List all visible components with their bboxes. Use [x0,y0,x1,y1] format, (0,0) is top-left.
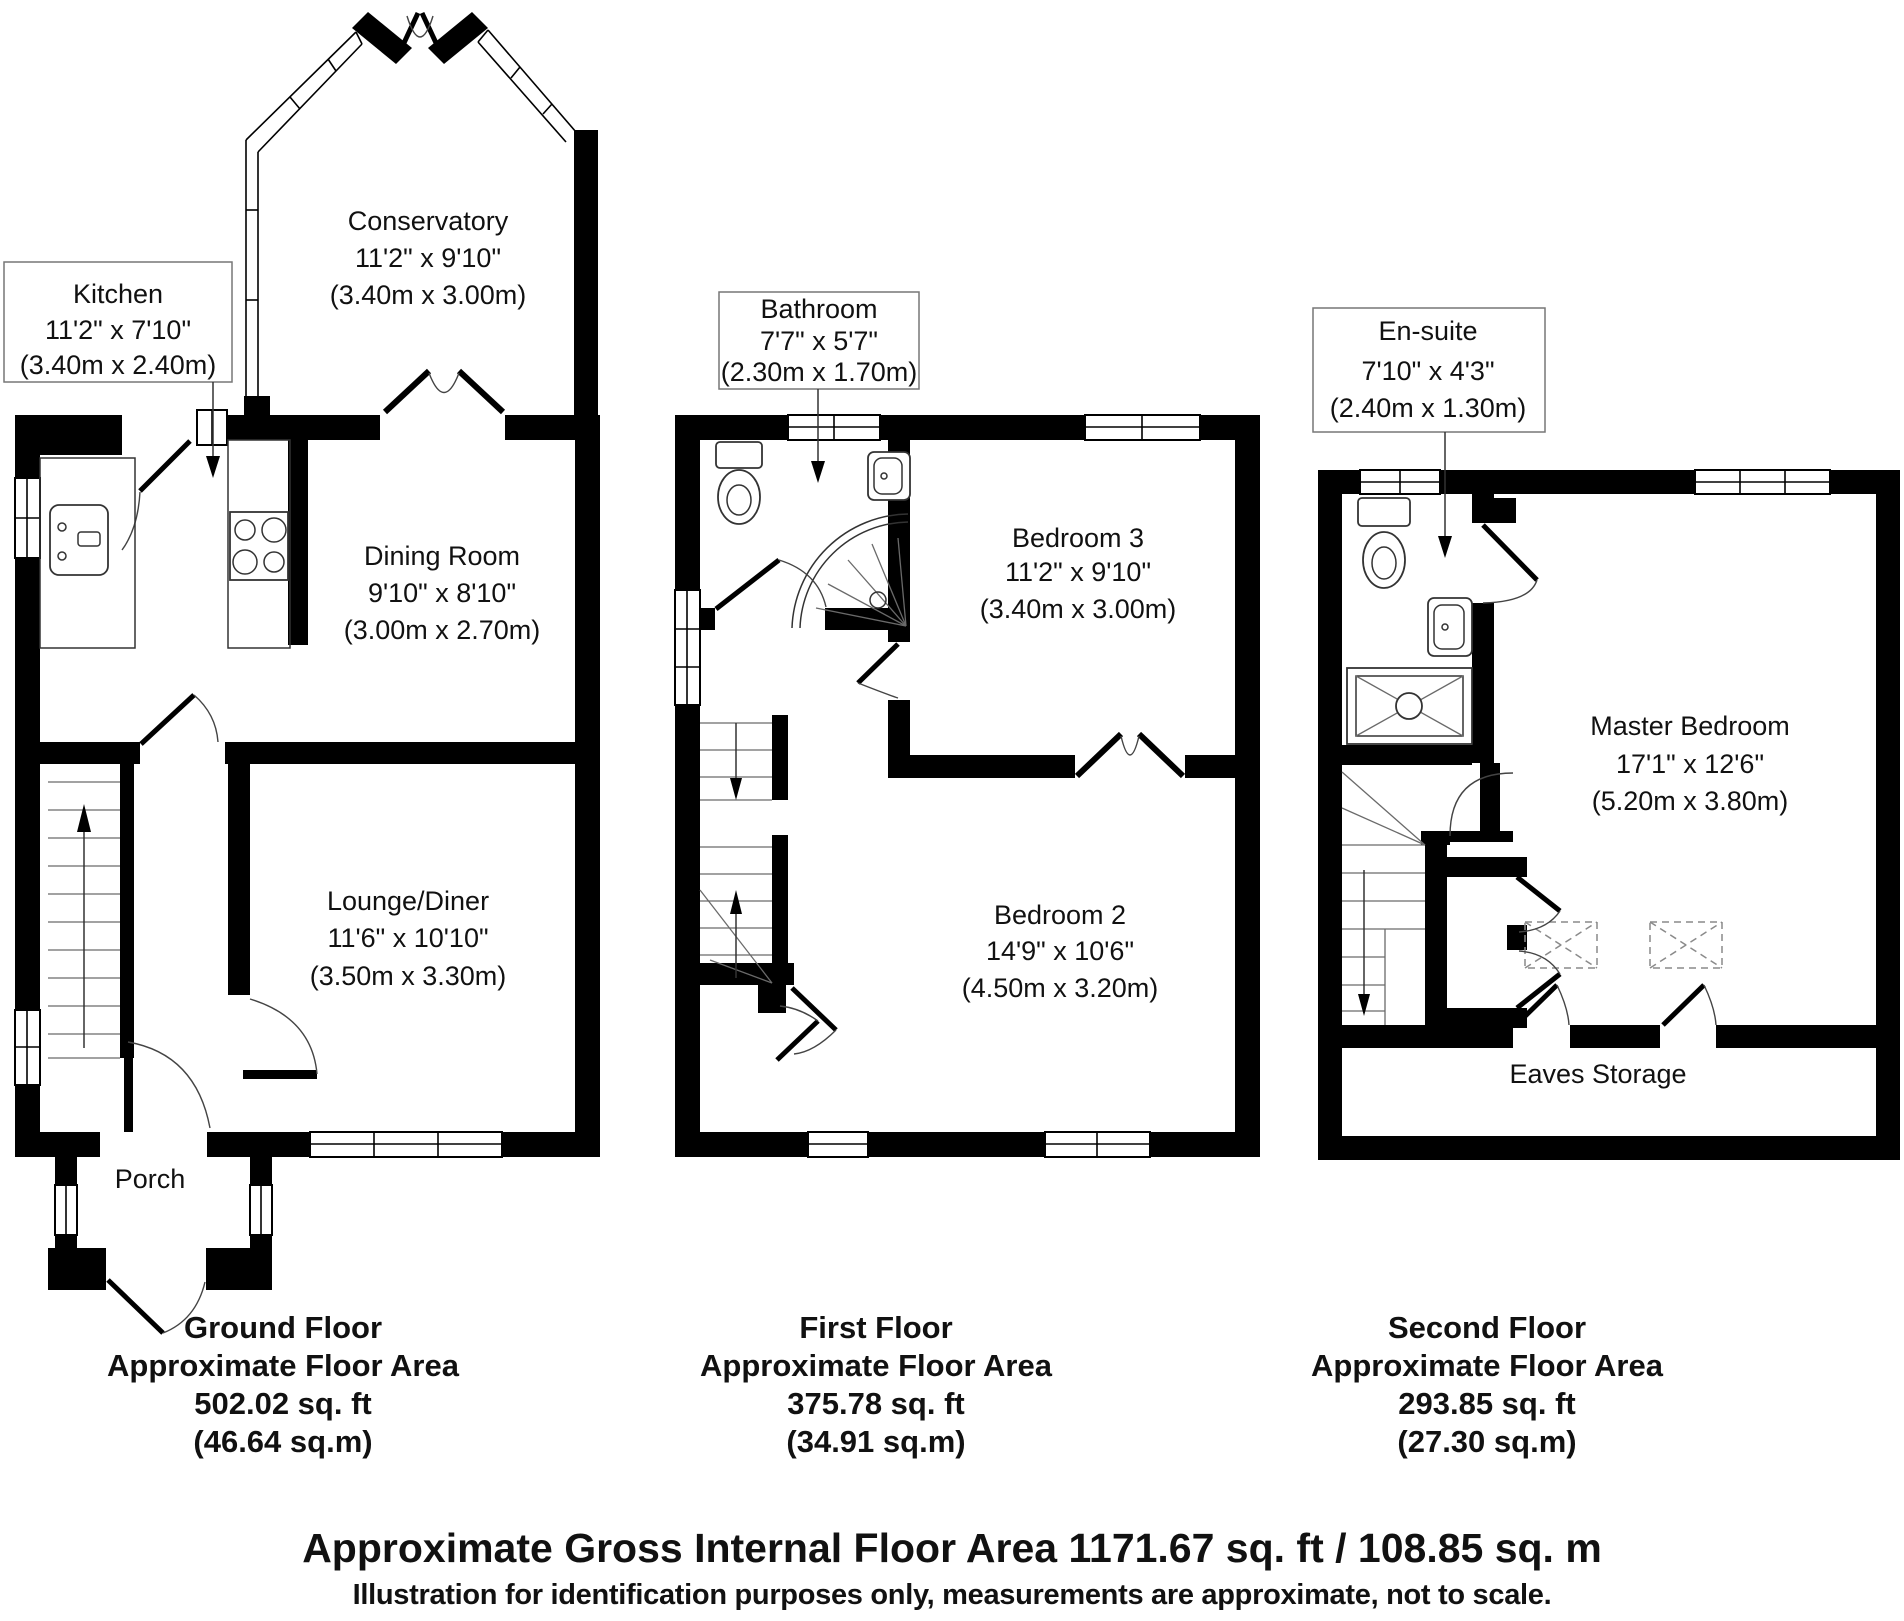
kitchen-name: Kitchen [73,279,163,309]
ground-stairs [48,781,120,1059]
svg-text:Master Bedroom: Master Bedroom [1590,711,1790,741]
svg-text:(3.40m x 3.00m): (3.40m x 3.00m) [980,594,1177,624]
eaves-door [1514,983,1570,1027]
svg-text:Lounge/Diner: Lounge/Diner [327,886,489,916]
kitchen-leader-arrow-icon [206,382,220,478]
porch-label: Porch [115,1164,186,1194]
kitchen-sink [49,504,109,576]
svg-text:(3.00m x 2.70m): (3.00m x 2.70m) [344,615,541,645]
hall-door [139,693,219,746]
svg-text:(46.64 sq.m): (46.64 sq.m) [193,1424,372,1459]
svg-text:7'7" x 5'7": 7'7" x 5'7" [760,326,878,356]
front-door [124,1040,211,1132]
corner-shower-icon [791,513,909,629]
bedroom2-door [790,986,838,1055]
svg-text:Conservatory: Conservatory [348,206,509,236]
bathroom-door [714,558,827,611]
gross-area-summary: Approximate Gross Internal Floor Area 11… [302,1525,1602,1571]
up-arrow-icon [730,890,742,978]
kitchen-imperial: 11'2" x 7'10" [45,315,191,345]
ensuite-toilet-icon [1357,497,1411,589]
bedroom3-door [856,642,900,699]
first-floor-plan: Bathroom 7'7" x 5'7" (2.30m x 1.70m) Bed… [674,291,1260,1158]
cupboard-door [775,1005,820,1062]
svg-text:Approximate Floor Area: Approximate Floor Area [1311,1348,1664,1383]
disclaimer-text: Illustration for identification purposes… [353,1579,1552,1611]
svg-text:Dining Room: Dining Room [364,541,520,571]
dining-french-doors [382,368,506,415]
svg-text:(34.91 sq.m): (34.91 sq.m) [786,1424,965,1459]
up-arrow-icon [77,804,91,1048]
down-arrow-icon [730,723,742,800]
dining-label: Dining Room 9'10" x 8'10" (3.00m x 2.70m… [344,541,541,645]
svg-text:11'2" x 9'10": 11'2" x 9'10" [1005,557,1151,587]
svg-text:11'2" x 9'10": 11'2" x 9'10" [355,243,501,273]
master-door [1449,772,1514,842]
lounge-door [243,998,318,1079]
ground-floor-plan: Kitchen 11'2" x 7'10" (3.40m x 2.40m) Co… [3,11,600,1335]
svg-text:Approximate Floor Area: Approximate Floor Area [700,1348,1053,1383]
svg-text:Ground Floor: Ground Floor [184,1310,382,1345]
svg-text:502.02 sq. ft: 502.02 sq. ft [194,1386,371,1421]
kitchen-counter [39,439,291,649]
shower-tray-icon [1346,667,1473,745]
down-arrow-icon [1358,870,1370,1016]
stove-icon [229,511,289,581]
svg-text:Bedroom 2: Bedroom 2 [994,900,1126,930]
toilet-icon [715,441,763,525]
svg-text:7'10" x 4'3": 7'10" x 4'3" [1361,356,1494,386]
first-floor-area-label: First Floor Approximate Floor Area 375.7… [700,1310,1053,1459]
ensuite-leader-arrow-icon [1438,432,1452,558]
svg-text:Bedroom 3: Bedroom 3 [1012,523,1144,553]
bathroom-label: Bathroom 7'7" x 5'7" (2.30m x 1.70m) [718,291,920,483]
svg-text:11'6" x 10'10": 11'6" x 10'10" [327,923,488,953]
bathroom-leader-arrow-icon [811,389,825,483]
svg-text:Approximate Floor Area: Approximate Floor Area [107,1348,460,1383]
svg-text:14'9" x 10'6": 14'9" x 10'6" [986,936,1134,966]
master-label: Master Bedroom 17'1" x 12'6" (5.20m x 3.… [1590,711,1790,816]
second-floor-plan: En-suite 7'10" x 4'3" (2.40m x 1.30m) Ma… [1312,307,1900,1160]
eaves-label: Eaves Storage [1509,1059,1686,1089]
ensuite-sink-icon [1427,597,1473,657]
skylight-icon [1524,921,1598,969]
svg-text:9'10" x 8'10": 9'10" x 8'10" [368,578,516,608]
svg-text:(3.50m x 3.30m): (3.50m x 3.30m) [310,961,507,991]
kitchen-label: Kitchen 11'2" x 7'10" (3.40m x 2.40m) [3,261,233,478]
svg-text:293.85 sq. ft: 293.85 sq. ft [1398,1386,1575,1421]
kitchen-metric: (3.40m x 2.40m) [20,350,217,380]
bedroom3-label: Bedroom 3 11'2" x 9'10" (3.40m x 3.00m) [980,523,1177,624]
bedroom2-label: Bedroom 2 14'9" x 10'6" (4.50m x 3.20m) [962,900,1159,1003]
ground-floor-area-label: Ground Floor Approximate Floor Area 502.… [107,1310,460,1459]
svg-text:(2.40m x 1.30m): (2.40m x 1.30m) [1330,393,1527,423]
second-stairs [1341,771,1426,1025]
bedroom3-bedroom2-doors [1074,731,1186,779]
svg-text:First Floor: First Floor [799,1310,952,1345]
svg-text:Bathroom: Bathroom [760,294,877,324]
svg-text:(27.30 sq.m): (27.30 sq.m) [1397,1424,1576,1459]
lounge-label: Lounge/Diner 11'6" x 10'10" (3.50m x 3.3… [310,886,507,991]
bathroom-sink-icon [867,451,911,501]
conservatory-apex-doors [393,11,447,62]
ensuite-label: En-suite 7'10" x 4'3" (2.40m x 1.30m) [1312,307,1546,558]
svg-text:Second Floor: Second Floor [1388,1310,1586,1345]
svg-text:(5.20m x 3.80m): (5.20m x 3.80m) [1592,786,1789,816]
second-windows [1359,469,1831,495]
eaves-door [1661,983,1717,1027]
conservatory-label: Conservatory 11'2" x 9'10" (3.40m x 3.00… [330,206,527,310]
first-windows [674,414,1201,1158]
second-floor-area-label: Second Floor Approximate Floor Area 293.… [1311,1310,1664,1459]
svg-text:(3.40m x 3.00m): (3.40m x 3.00m) [330,280,527,310]
svg-text:En-suite: En-suite [1378,316,1477,346]
porch-door [106,1278,206,1335]
ensuite-door [1481,523,1539,604]
svg-text:(4.50m x 3.20m): (4.50m x 3.20m) [962,973,1159,1003]
wardrobe-doors [1515,875,1562,1010]
skylight-icon [1649,921,1723,969]
svg-text:17'1" x 12'6": 17'1" x 12'6" [1616,749,1764,779]
svg-text:375.78 sq. ft: 375.78 sq. ft [787,1386,964,1421]
svg-text:(2.30m x 1.70m): (2.30m x 1.70m) [721,357,918,387]
first-stairs [699,722,773,984]
